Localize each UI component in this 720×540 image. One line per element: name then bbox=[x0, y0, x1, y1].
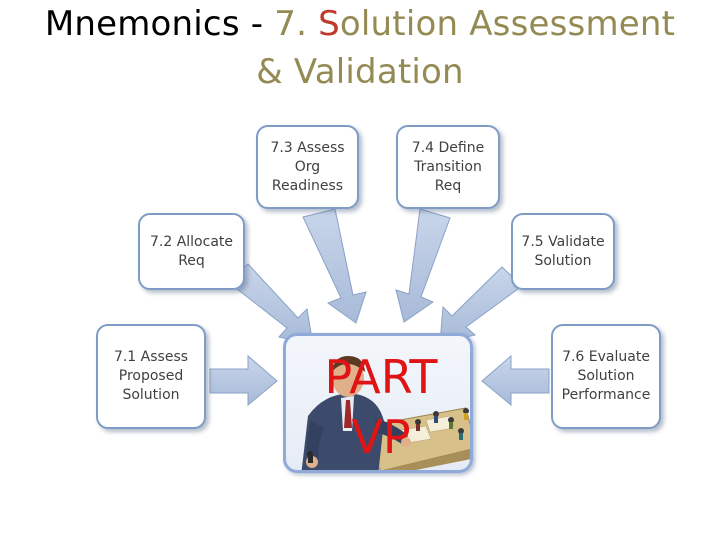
box-7-5-validate-solution: 7.5 Validate Solution bbox=[511, 213, 615, 290]
title-rest: olution Assessment bbox=[339, 4, 676, 44]
title-line-2: & Validation bbox=[256, 52, 464, 92]
box-7-1-assess-proposed-solution: 7.1 Assess Proposed Solution bbox=[96, 324, 206, 429]
title-letter-s: S bbox=[318, 4, 340, 44]
box-7-2-allocate-req: 7.2 Allocate Req bbox=[138, 213, 245, 290]
title-prefix: Mnemonics - bbox=[44, 4, 275, 44]
arrow-from-7-3 bbox=[302, 208, 367, 324]
arrow-from-7-4 bbox=[395, 208, 451, 323]
title-number: 7. bbox=[274, 4, 319, 44]
arrow-from-7-1 bbox=[209, 354, 278, 407]
slide-title: Mnemonics - 7. Solution Assessment & Val… bbox=[0, 0, 720, 96]
box-7-3-assess-org-readiness: 7.3 Assess Org Readiness bbox=[256, 125, 359, 209]
arrow-from-7-5 bbox=[439, 266, 523, 344]
center-text-line-1: PART bbox=[324, 350, 438, 404]
arrow-from-7-6 bbox=[481, 354, 550, 407]
box-7-6-evaluate-solution-performance: 7.6 Evaluate Solution Performance bbox=[551, 324, 661, 429]
center-image-businessman: PART VP bbox=[283, 333, 473, 473]
businessman-illustration bbox=[301, 356, 470, 470]
title-line-1: Mnemonics - 7. Solution Assessment bbox=[0, 0, 720, 48]
center-text-line-2: VP bbox=[351, 410, 411, 464]
box-7-4-define-transition-req: 7.4 Define Transition Req bbox=[396, 125, 500, 209]
arrow-from-7-2 bbox=[227, 263, 314, 346]
